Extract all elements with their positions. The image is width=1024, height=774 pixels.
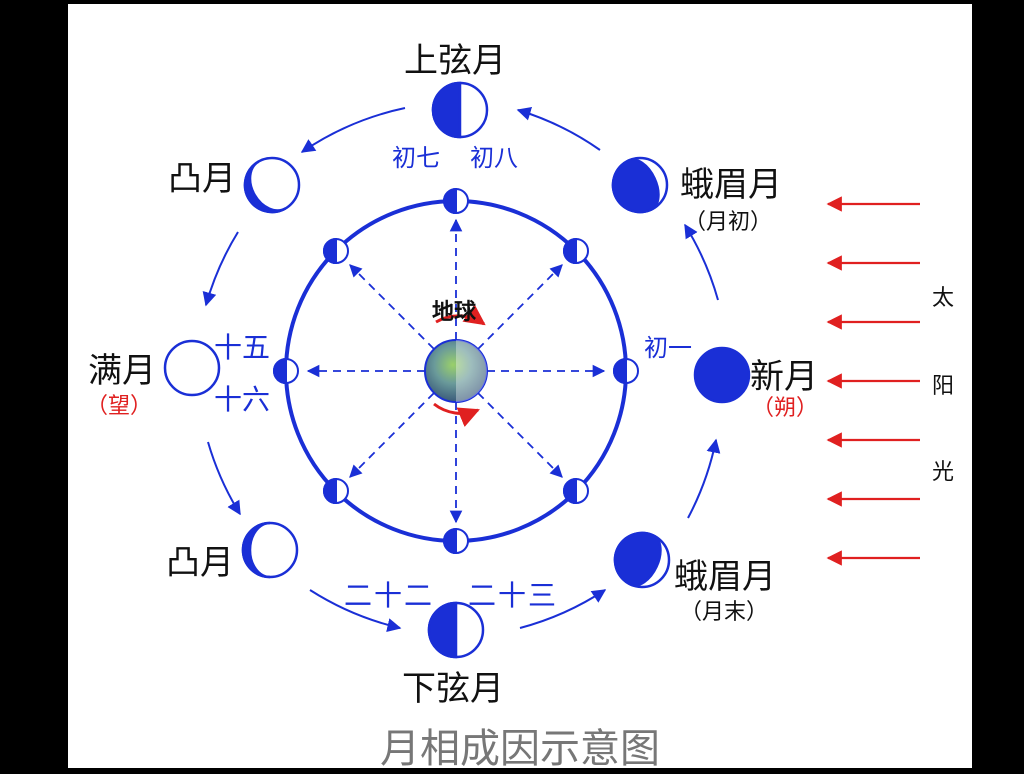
label-new-moon: 新月 <box>750 357 818 397</box>
waxing-gibbous-moon <box>243 156 301 214</box>
label-new-moon-note: （朔） <box>752 396 819 421</box>
waning-crescent-moon <box>613 531 671 589</box>
label-waning-crescent: 蛾眉月 <box>674 557 776 597</box>
waxing-crescent-moon <box>611 156 669 214</box>
slide: 上弦月 初七 初八 凸月 蛾眉月 （月初） 地球 满月 （望） 十五 十六 初一… <box>68 4 972 772</box>
sunlight-arrows <box>826 196 920 566</box>
caption: 月相成因示意图 <box>380 726 660 772</box>
waning-gibbous-moon <box>241 521 299 579</box>
label-first-quarter: 上弦月 <box>404 41 506 81</box>
inner-moon <box>443 187 469 215</box>
label-sun-yang: 阳 <box>932 374 955 399</box>
label-day-shiliu: 十六 <box>214 383 271 416</box>
inner-moon <box>273 357 299 385</box>
label-day-ershisan: 二十三 <box>468 579 559 612</box>
label-sun-tai: 太 <box>932 286 955 311</box>
inner-moon <box>563 237 589 265</box>
label-sun-guang: 光 <box>932 460 955 485</box>
outer-orbit-arrows <box>202 106 721 632</box>
inner-moon <box>613 357 639 385</box>
label-waxing-gibbous: 凸月 <box>168 159 236 199</box>
label-full-moon-note: （望） <box>86 394 153 419</box>
label-waxing-crescent: 蛾眉月 <box>680 165 782 205</box>
label-waning-crescent-note: （月末） <box>680 600 769 625</box>
label-last-quarter: 下弦月 <box>402 669 504 709</box>
outer-moons <box>163 81 751 659</box>
label-day-chuba: 初八 <box>470 144 518 172</box>
new-moon <box>693 346 751 404</box>
last-quarter-moon <box>427 601 485 659</box>
label-waxing-crescent-note: （月初） <box>684 210 773 235</box>
label-waning-gibbous: 凸月 <box>166 543 234 583</box>
label-full-moon: 满月 <box>88 351 156 391</box>
full-moon <box>163 339 221 397</box>
inner-moons <box>273 187 639 555</box>
label-day-chuyi: 初一 <box>644 334 692 362</box>
inner-moon <box>563 477 589 505</box>
moon-phase-diagram <box>163 81 920 659</box>
inner-moon <box>323 237 349 265</box>
inner-moon <box>323 477 349 505</box>
earth <box>424 304 488 427</box>
first-quarter-moon <box>431 81 489 139</box>
label-day-shiwu: 十五 <box>214 331 271 364</box>
inner-moon <box>443 527 469 555</box>
label-day-chuqi: 初七 <box>392 144 440 172</box>
label-earth: 地球 <box>432 300 477 325</box>
radial-arrows <box>306 218 606 524</box>
label-day-ershier: 二十二 <box>344 579 435 612</box>
